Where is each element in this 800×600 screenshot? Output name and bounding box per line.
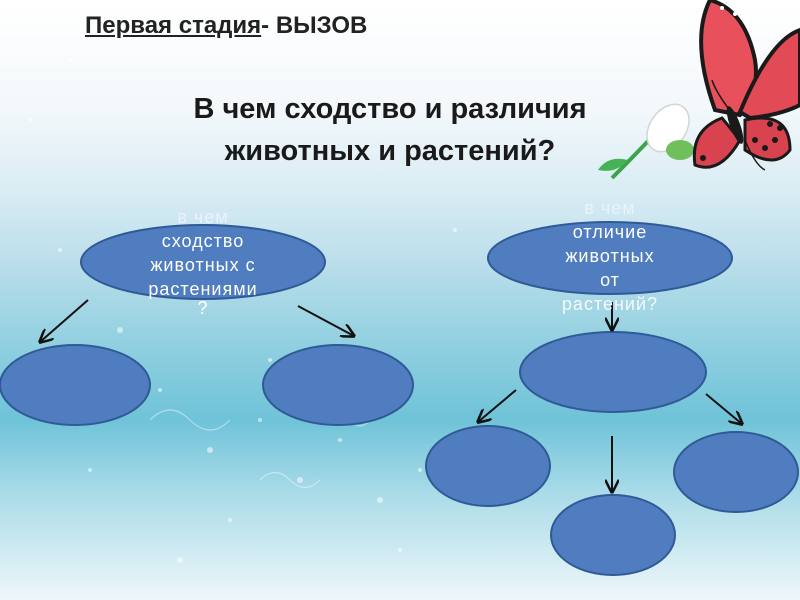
arrow-difference-left <box>478 389 517 422</box>
similarity-question-node <box>80 224 326 300</box>
similarity-question-text: в чем сходство животных с растениями ? <box>148 207 258 318</box>
difference-answer-node-top <box>519 331 707 413</box>
difference-answer-node-right <box>673 431 799 513</box>
similarity-answer-node-1 <box>0 344 151 426</box>
arrow-similarity-left <box>40 299 89 342</box>
difference-answer-node-bottom <box>550 494 676 576</box>
stage-heading: Первая стадия- ВЫЗОВ <box>85 12 367 40</box>
arrow-difference-right <box>705 393 742 424</box>
page-title: В чем сходство и различия животных и рас… <box>110 88 670 172</box>
stage-value: - ВЫЗОВ <box>261 12 368 39</box>
difference-question-node <box>487 221 733 295</box>
title-line-2: животных и растений? <box>224 135 556 168</box>
difference-answer-node-left <box>425 425 551 507</box>
title-line-1: В чем сходство и различия <box>193 93 587 125</box>
difference-question-text: в чем отличие животных от растений? <box>561 198 659 314</box>
stage-label: Первая стадия <box>85 12 262 39</box>
arrow-similarity-right <box>297 305 354 336</box>
similarity-answer-node-2 <box>262 344 414 426</box>
